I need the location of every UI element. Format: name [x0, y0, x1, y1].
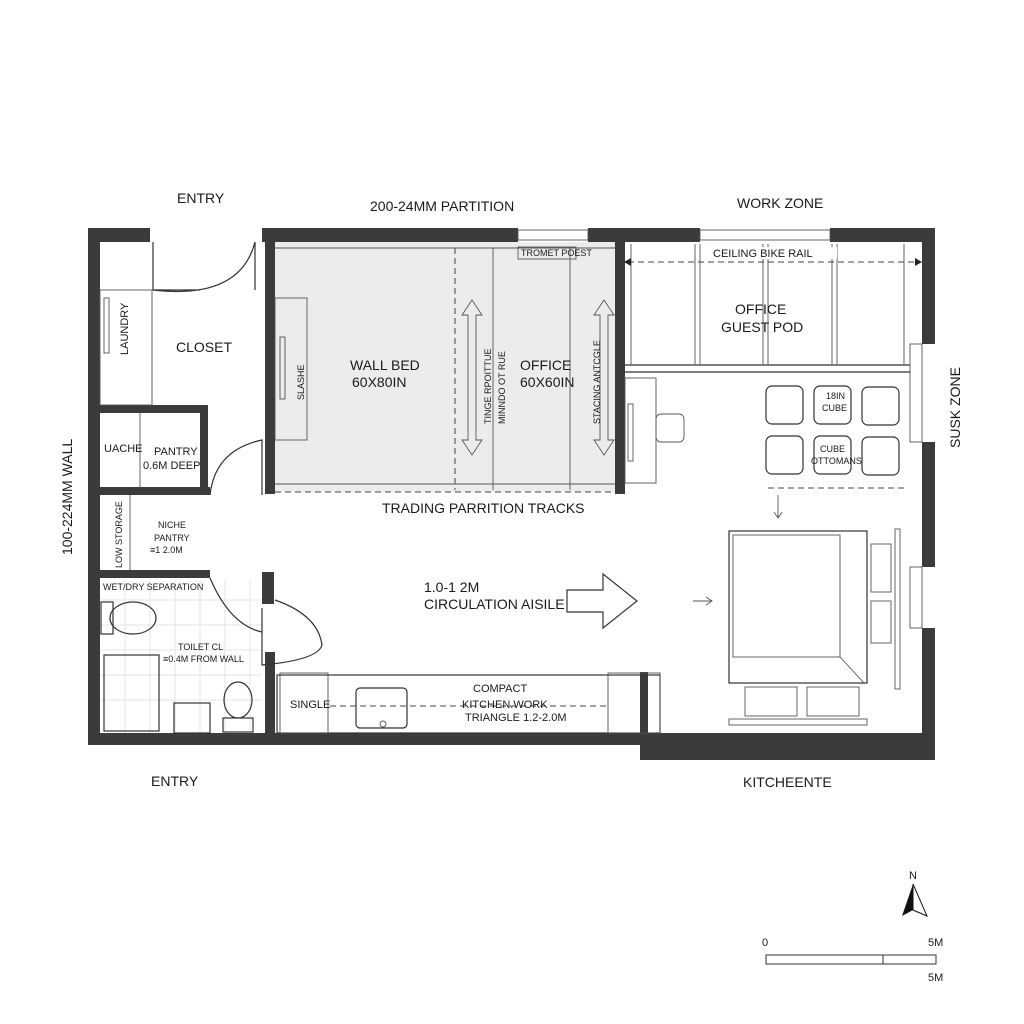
kitchen-triangle-label: TRIANGLE 1.2-2.0M: [465, 712, 566, 724]
laundry-label: LAUNDRY: [119, 302, 131, 355]
uache-label: UACHE: [104, 443, 143, 455]
ottoman-label: CUBE: [820, 444, 845, 454]
washbasin-icon: [173, 702, 211, 734]
office-size-label: 60X60IN: [520, 374, 574, 390]
niche-size-label: ≡1 2.0M: [150, 545, 183, 555]
wall-bed-cabinet: SLASHE: [274, 297, 308, 441]
work-zone-label: WORK ZONE: [737, 195, 823, 211]
scale-end-bottom-label: 5M: [928, 972, 943, 984]
kitchen-counter: [276, 672, 661, 734]
toilet-distance-label: ≡0.4M FROM WALL: [163, 654, 244, 664]
wall-bed-office-zone: [275, 242, 615, 492]
stacking-label: STACING ANTCGLE: [592, 340, 602, 424]
susk-zone-label: SUSK ZONE: [947, 367, 963, 448]
toilet-label: TOILET CL: [178, 642, 223, 652]
office-label: OFFICE: [520, 357, 571, 373]
wall-bed-label: WALL BED: [350, 357, 420, 373]
aisle-label: CIRCULATION AISILE: [424, 596, 565, 612]
tinge-label: TINGE RPOITTUE: [483, 348, 493, 424]
partition-tracks-label: TRADING PARRITION TRACKS: [382, 500, 585, 516]
slashe-label: SLASHE: [296, 364, 306, 400]
exterior-walls: [88, 228, 935, 760]
shower-tray: [103, 654, 160, 732]
doors: [152, 241, 323, 666]
laundry-unit: LAUNDRY: [99, 289, 153, 406]
kitchen-label: COMPACT: [473, 683, 527, 695]
pantry-label: PANTRY: [154, 446, 198, 458]
niche-pantry-label: PANTRY: [154, 533, 190, 543]
toilet-icon: [100, 601, 157, 635]
scale-start-label: 0: [762, 937, 768, 949]
ceiling-rail-label: CEILING BIKE RAIL: [713, 248, 813, 260]
cube-label: CUBE: [822, 403, 847, 413]
ottomans-label: OTTOMANS: [811, 456, 862, 466]
minindo-label: MINNDO OT RUE: [497, 351, 507, 424]
closet-label: CLOSET: [176, 339, 232, 355]
sliding-arrow-right: [593, 299, 615, 456]
kitchenette-label: KITCHEENTE: [743, 774, 832, 790]
aisle-width-label: 1.0-1 2M: [424, 579, 479, 595]
low-storage-label: LOW STORAGE: [114, 501, 124, 568]
north-arrow-icon: [902, 883, 928, 917]
wet-dry-label: WET/DRY SEPARATION: [103, 582, 203, 592]
windows: [517, 229, 923, 629]
sofa-bed: [693, 495, 901, 726]
bathroom-tile-grid: [100, 580, 262, 733]
niche-label: NICHE: [158, 520, 186, 530]
kitchen-work-label: KITCHEN.WORK: [462, 699, 548, 711]
left-wall-label: 100-224MM WALL: [59, 439, 75, 555]
toilet-2-icon: [222, 681, 254, 733]
interior-walls: [100, 242, 910, 737]
entry-bottom-label: ENTRY: [151, 773, 199, 789]
desk: [624, 377, 685, 484]
sliding-arrow-left: [461, 299, 483, 456]
tromet-label: TROMET POEST: [521, 248, 592, 258]
scale-bar: [765, 954, 937, 965]
north-label: N: [909, 870, 917, 882]
single-label: SINGLE: [290, 699, 330, 711]
pod-subtitle-label: GUEST POD: [721, 319, 803, 335]
pod-label: OFFICE: [735, 301, 786, 317]
wall-bed-size-label: 60X80IN: [352, 374, 406, 390]
entry-top-label: ENTRY: [177, 190, 225, 206]
cube-size-label: 18IN: [826, 391, 845, 401]
scale-end-label: 5M: [928, 937, 943, 949]
pantry-depth-label: 0.6M DEEP: [143, 460, 200, 472]
partition-label: 200-24MM PARTITION: [370, 198, 514, 214]
aisle-arrow-icon: [566, 572, 638, 630]
cube-ottomans: [765, 385, 900, 476]
